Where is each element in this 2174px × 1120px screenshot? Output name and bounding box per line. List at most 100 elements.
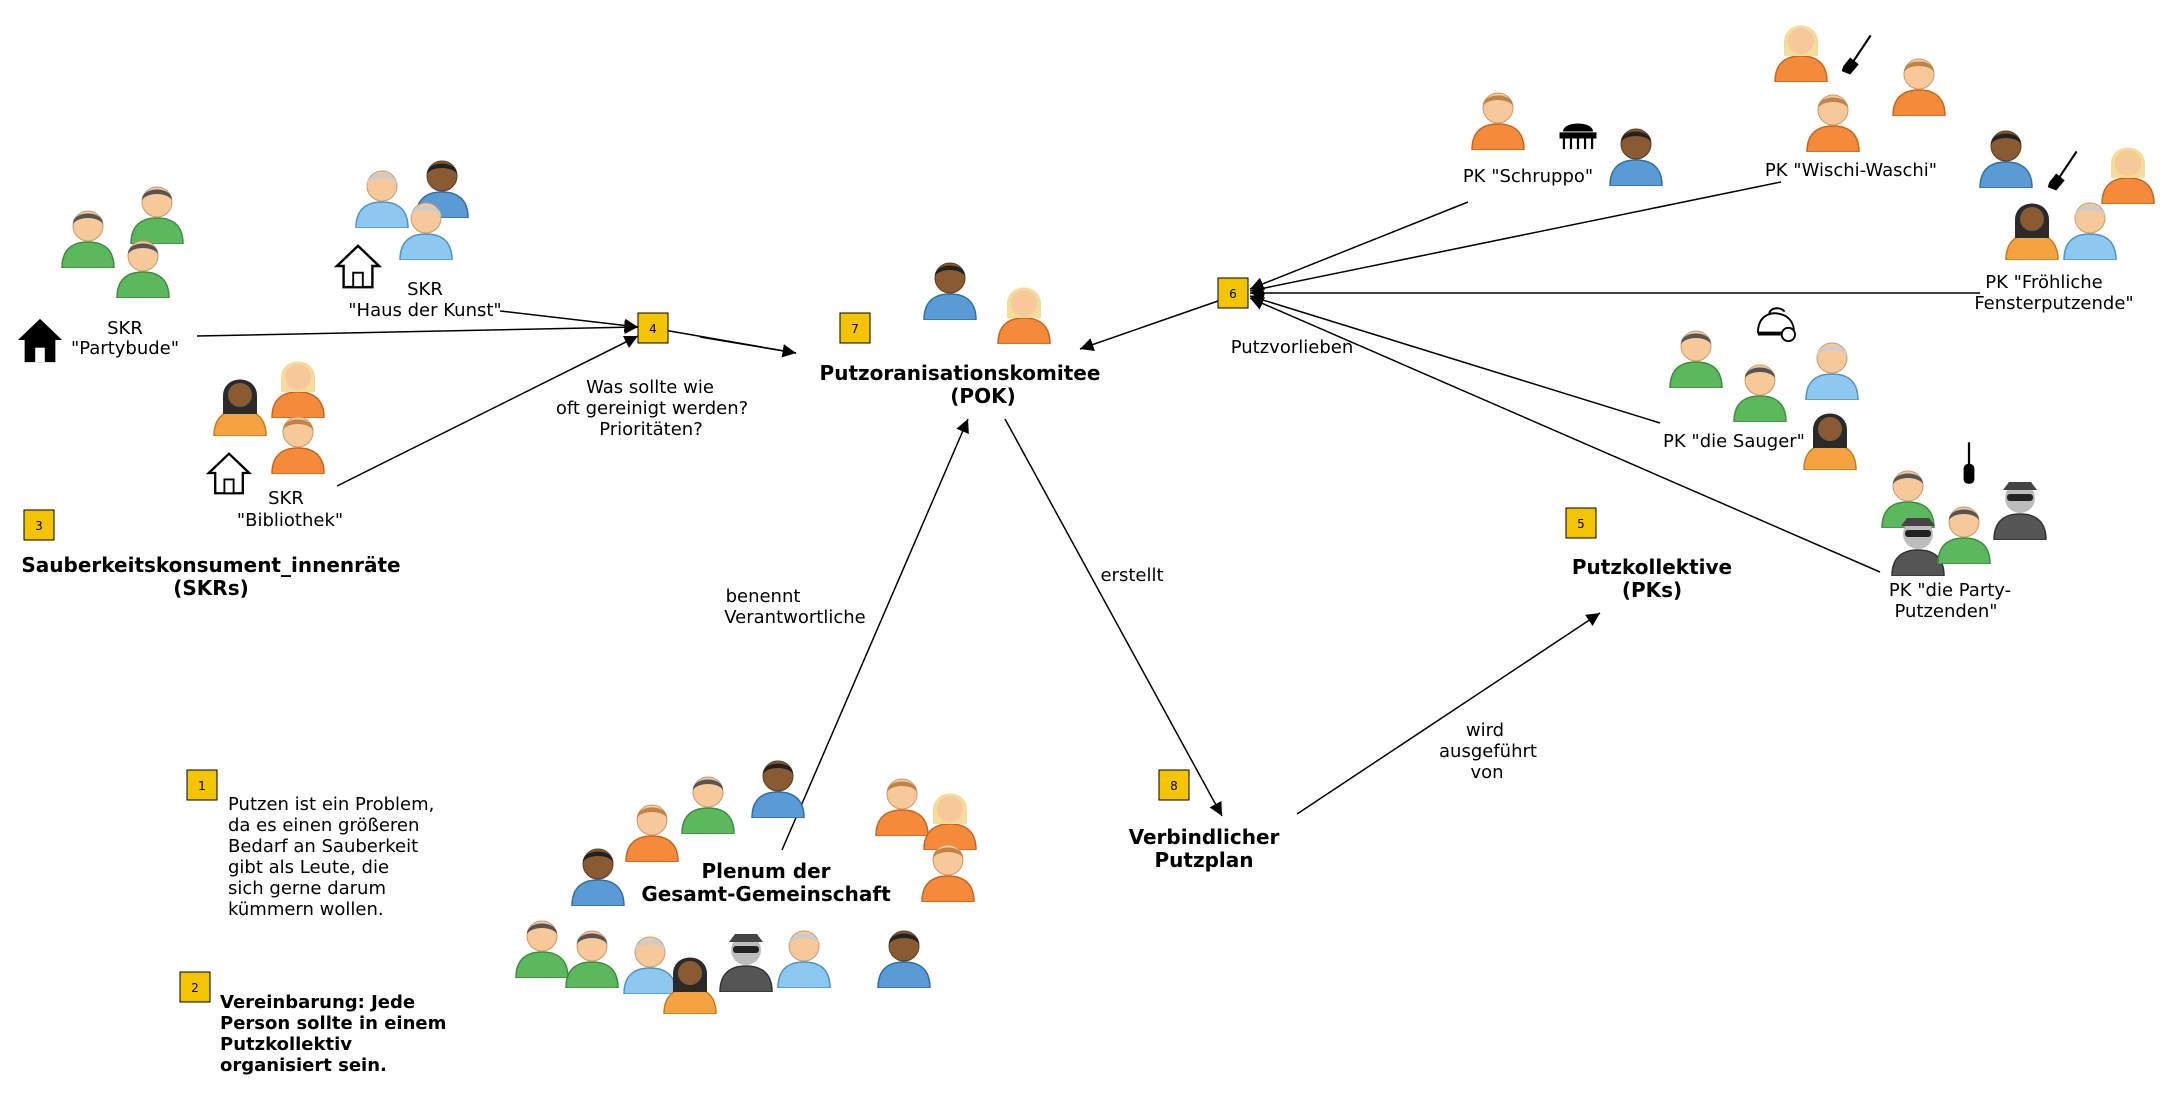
plenum-title-2: Gesamt-Gemeinschaft: [641, 882, 891, 906]
edge-sauger-to-6: [1249, 293, 1661, 424]
edge-partybude-to-4: [196, 320, 639, 337]
badge-6: 6: [1217, 277, 1249, 309]
note-2-line: Person sollte in einem: [220, 1013, 446, 1034]
skr-bibliothek-label-2: "Bibliothek": [237, 510, 343, 531]
person-icon: [877, 930, 931, 988]
plenum-title-1: Plenum der: [701, 859, 830, 883]
person-icon: [1803, 412, 1857, 470]
note-2: Vereinbarung: Jede Person sollte in eine…: [220, 992, 446, 1076]
edge-plenum-to-pok: [781, 418, 969, 851]
badge-5: 5: [1565, 507, 1597, 539]
person-icon: [61, 210, 115, 268]
pok-title-2: (POK): [950, 384, 1015, 408]
person-icon: [1979, 130, 2033, 188]
person-icon: [271, 360, 325, 418]
skr-bibliothek-group: SKR "Bibliothek": [207, 360, 343, 531]
person-icon: [923, 792, 977, 850]
note-1-line: sich gerne darum: [228, 878, 386, 899]
person-icon: [997, 286, 1051, 344]
putzvorlieben-label: Putzvorlieben: [1231, 337, 1354, 358]
note-1-line: Bedarf an Sauberkeit: [228, 836, 418, 857]
pk-party-label-2: Putzenden": [1894, 601, 1997, 622]
person-icon: [355, 170, 409, 228]
skr-kunst-group: SKR "Haus der Kunst": [335, 160, 502, 321]
edge-kunst-to-4: [499, 310, 639, 333]
badge-1: 1: [186, 769, 218, 801]
question-line-1: Was sollte wie: [586, 377, 714, 398]
edge-6-to-pok: [1079, 300, 1219, 351]
person-icon: [1892, 58, 1946, 116]
skr-heading-1: Sauberkeitskonsument_innenräte: [21, 553, 400, 577]
badges: 1 2 3 4 5 6 7 8: [23, 277, 1597, 1003]
person-icon: [625, 804, 679, 862]
svg-text:3: 3: [35, 519, 43, 533]
person-icon: [1806, 94, 1860, 152]
edge-pok-to-plan: [1004, 418, 1223, 817]
edge-label-benennt-2: Verantwortliche: [724, 607, 865, 628]
person-icon: [213, 378, 267, 436]
edge-label-benennt-1: benennt: [726, 586, 801, 607]
edges: [196, 181, 1980, 851]
edge-schruppo-to-6: [1249, 201, 1469, 291]
note-1: Putzen ist ein Problem, da es einen größ…: [228, 794, 434, 920]
badge-8: 8: [1158, 769, 1190, 801]
person-icon: [875, 778, 929, 836]
house-outline-icon: [207, 452, 251, 495]
svg-text:8: 8: [1170, 779, 1178, 793]
edge-bibliothek-to-4: [336, 335, 639, 487]
person-icon: [1774, 24, 1828, 82]
person-icon: [719, 933, 773, 992]
edge-label-wird-3: von: [1470, 762, 1503, 783]
badge-4: 4: [637, 312, 669, 344]
pk-heading-2: (PKs): [1622, 578, 1682, 602]
person-icon: [623, 936, 677, 994]
edge-4-to-pok-arrow: [699, 336, 797, 358]
broom-icon: [2046, 150, 2078, 192]
pk-sauger-group: PK "die Sauger": [1663, 307, 1859, 470]
person-icon: [271, 416, 325, 474]
pk-party-group: PK "die Party- Putzenden": [1881, 441, 2047, 622]
person-icon: [565, 930, 619, 988]
svg-text:7: 7: [851, 322, 859, 336]
svg-text:2: 2: [191, 981, 199, 995]
svg-text:5: 5: [1577, 517, 1585, 531]
skr-kunst-label-1: SKR: [407, 279, 443, 300]
skr-kunst-label-2: "Haus der Kunst": [348, 300, 501, 321]
skr-partybude-group: SKR "Partybude": [17, 186, 184, 363]
person-icon: [921, 844, 975, 902]
person-icon: [1733, 364, 1787, 422]
pk-wischi-group: PK "Wischi-Waschi": [1765, 24, 1946, 181]
person-icon: [1609, 128, 1663, 186]
skr-partybude-label-1: SKR: [107, 318, 143, 339]
person-icon: [1669, 330, 1723, 388]
person-icon: [1993, 481, 2047, 540]
note-1-line: da es einen größeren: [228, 815, 419, 836]
pk-fenster-group: PK "Fröhliche Fensterputzende": [1974, 130, 2155, 314]
person-icon: [515, 920, 569, 978]
svg-text:6: 6: [1229, 287, 1237, 301]
badge-2: 2: [179, 971, 211, 1003]
badge-7: 7: [839, 312, 871, 344]
pok-group: Putzoranisationskomitee (POK): [820, 262, 1101, 408]
person-icon: [923, 262, 977, 320]
pok-title-1: Putzoranisationskomitee: [820, 361, 1101, 385]
question-line-2: oft gereinigt werden?: [556, 398, 748, 419]
plan-title-1: Verbindlicher: [1129, 825, 1280, 849]
note-2-line: Putzkollektiv: [220, 1034, 352, 1055]
pk-sauger-label: PK "die Sauger": [1663, 431, 1805, 452]
person-icon: [1937, 506, 1991, 564]
person-icon: [777, 930, 831, 988]
note-1-line: gibt als Leute, die: [228, 857, 389, 878]
pk-heading-1: Putzkollektive: [1572, 555, 1732, 579]
toilet-brush-icon: [1962, 441, 1976, 485]
house-filled-icon: [17, 318, 63, 363]
edge-party-to-6: [1249, 297, 1881, 573]
vacuum-icon: [1756, 307, 1796, 343]
note-2-line: Vereinbarung: Jede: [220, 992, 415, 1013]
question-line-3: Prioritäten?: [599, 419, 703, 440]
pk-schruppo-label: PK "Schruppo": [1463, 166, 1593, 187]
person-icon: [116, 240, 170, 298]
pk-fenster-label-2: Fensterputzende": [1974, 293, 2133, 314]
broom-icon: [1840, 34, 1872, 76]
person-icon: [130, 186, 184, 244]
